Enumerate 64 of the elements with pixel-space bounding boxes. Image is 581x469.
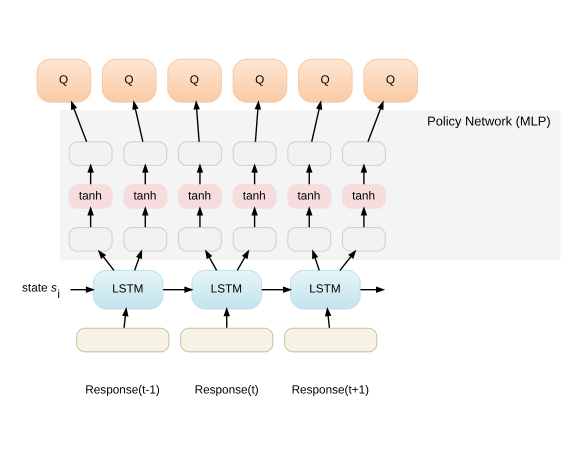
arrow xyxy=(360,286,386,293)
node-box: Q xyxy=(102,58,157,103)
node-box: tanh xyxy=(232,184,277,209)
arrow xyxy=(70,100,88,142)
node-box xyxy=(232,227,277,252)
node-box: tanh xyxy=(123,184,168,209)
node-box xyxy=(284,328,378,352)
node-label: Response(t+1) xyxy=(292,383,370,396)
arrow xyxy=(224,306,230,328)
node-box xyxy=(178,141,222,166)
node-box xyxy=(68,141,113,166)
arrow xyxy=(339,250,356,271)
arrow xyxy=(70,286,96,293)
node-box: tanh xyxy=(68,184,113,209)
node-box: tanh xyxy=(342,184,386,209)
arrow xyxy=(306,206,312,228)
node-box xyxy=(123,227,168,252)
node-box xyxy=(180,328,274,352)
arrow xyxy=(163,286,194,293)
arrow xyxy=(251,206,258,228)
node-box: LSTM xyxy=(290,270,361,310)
arrow xyxy=(360,206,368,228)
arrow xyxy=(205,250,218,271)
arrow xyxy=(196,163,204,184)
arrow xyxy=(134,249,142,271)
arrow xyxy=(324,306,332,328)
arrow xyxy=(367,100,384,142)
arrow xyxy=(254,100,262,142)
arrow xyxy=(193,100,200,142)
arrow xyxy=(360,163,368,184)
arrow xyxy=(236,250,250,271)
arrow xyxy=(98,250,115,271)
arrow xyxy=(122,306,129,328)
node-box: Q xyxy=(167,58,222,103)
arrow xyxy=(87,206,94,228)
node-box: LSTM xyxy=(92,270,164,310)
node-box xyxy=(76,328,170,352)
node-label: Response(t-1) xyxy=(85,383,160,396)
arrow xyxy=(142,163,149,184)
node-box xyxy=(287,141,332,166)
node-box xyxy=(178,227,222,252)
node-box: tanh xyxy=(287,184,332,209)
node-box xyxy=(68,227,113,252)
node-box xyxy=(232,141,277,166)
node-box: Q xyxy=(232,58,288,103)
node-box xyxy=(342,141,386,166)
arrow xyxy=(196,206,204,228)
arrow xyxy=(306,163,312,184)
node-box: LSTM xyxy=(191,270,262,310)
arrow xyxy=(87,163,94,184)
node-box: tanh xyxy=(178,184,222,209)
node-box xyxy=(287,227,332,252)
node-box: Q xyxy=(36,58,92,103)
arrow xyxy=(311,100,322,142)
arrow xyxy=(142,206,149,228)
node-label: Response(t) xyxy=(194,383,259,396)
arrow xyxy=(262,286,292,293)
arrow xyxy=(251,163,258,184)
arrow xyxy=(312,249,320,271)
arrow xyxy=(132,100,144,142)
node-box: Q xyxy=(363,58,418,103)
node-box xyxy=(123,141,168,166)
node-box: Q xyxy=(298,58,353,103)
node-box xyxy=(342,227,386,252)
